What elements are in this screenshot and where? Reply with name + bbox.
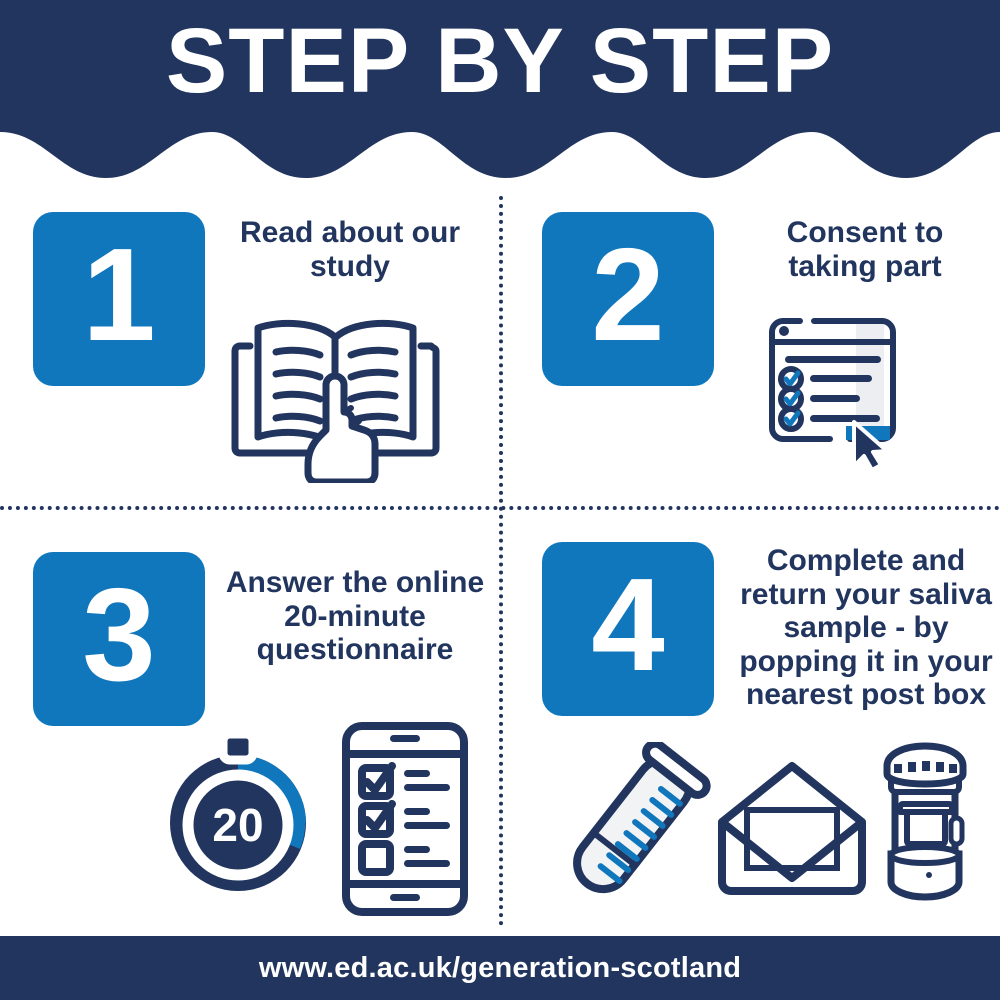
- step-4: 4 Complete and return your saliva sample…: [500, 530, 1000, 901]
- header-banner: STEP BY STEP: [0, 0, 1000, 186]
- step-1-number-badge: 1: [33, 212, 205, 386]
- step-3-heading: Answer the online 20-minute questionnair…: [225, 566, 485, 667]
- step-4-icon-group: [573, 739, 967, 901]
- open-book-with-pointing-hand-icon: [231, 319, 440, 486]
- step-3-number: 3: [82, 561, 156, 708]
- step-1: 1 Read about our study: [0, 196, 500, 506]
- open-envelope-letter-icon: [718, 762, 866, 895]
- divider-horizontal: [0, 506, 1000, 510]
- step-3-number-badge: 3: [33, 552, 205, 726]
- step-2-icon: [758, 300, 918, 475]
- divider-vertical: [499, 196, 503, 926]
- step-4-icons: [555, 739, 975, 917]
- saliva-sample-test-tube-icon: [573, 739, 711, 894]
- pillar-post-box-icon: [883, 742, 967, 901]
- stopwatch-value: 20: [212, 799, 263, 851]
- step-2-heading: Consent to taking part: [786, 216, 944, 283]
- step-1-icon: [228, 308, 443, 488]
- footer-bar: www.ed.ac.uk/generation-scotland: [0, 936, 1000, 1000]
- page-title: STEP BY STEP: [165, 10, 835, 112]
- step-1-heading: Read about our study: [239, 216, 460, 283]
- step-1-number: 1: [82, 221, 156, 368]
- header-wave-shape: [0, 0, 1000, 178]
- step-3-icon-group: 20: [170, 722, 468, 916]
- footer-url[interactable]: www.ed.ac.uk/generation-scotland: [258, 951, 742, 984]
- step-4-number-badge: 4: [542, 542, 714, 716]
- step-2: 2 Consent to taking part: [500, 196, 1000, 506]
- step-3: 3 Answer the online 20-minute questionna…: [0, 530, 500, 916]
- mobile-questionnaire-checklist-icon: [342, 722, 468, 916]
- consent-form-checklist-window-icon: [769, 318, 896, 472]
- step-2-number: 2: [591, 221, 665, 368]
- step-2-number-badge: 2: [542, 212, 714, 386]
- step-4-heading: Complete and return your saliva sample -…: [739, 544, 993, 712]
- step-3-icons: 20: [168, 718, 478, 923]
- step-4-number: 4: [591, 551, 665, 698]
- stopwatch-20-minutes-icon: 20: [170, 729, 306, 891]
